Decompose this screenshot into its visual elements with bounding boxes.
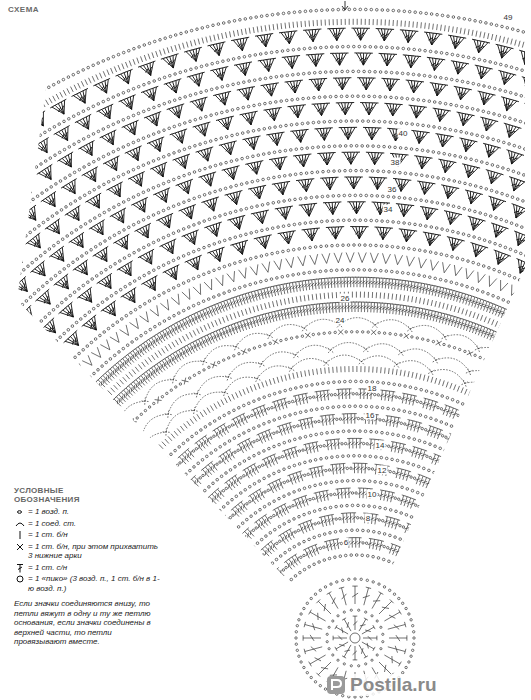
legend-item: = 1 ст. с/н: [14, 563, 164, 573]
stitch-row: [190, 463, 452, 565]
legend-heading: УСЛОВНЫЕ ОБОЗНАЧЕНИЯ: [14, 486, 114, 504]
logo-tile: [327, 676, 345, 694]
stitch-row: [0, 45, 531, 365]
stitch-row: [0, 120, 531, 401]
stitch-row: [0, 244, 531, 459]
stitch-row: [0, 227, 531, 460]
stitch-row: [124, 389, 494, 531]
stitch-row: [0, 127, 531, 413]
legend-item: = 1 «пико» (3 возд. п., 1 ст. б/н в 1-ю …: [14, 574, 164, 593]
legend-symbol-shape: [17, 544, 23, 550]
legend-symbol: [14, 563, 26, 573]
row-number: 12: [377, 466, 388, 475]
chart-title: СХЕМА: [8, 5, 39, 14]
stitch-row: [0, 103, 531, 402]
legend-symbol-shape: [17, 576, 23, 582]
stitch-row: [160, 430, 471, 549]
legend-text: = 1 «пико» (3 возд. п., 1 ст. б/н в 1-ю …: [28, 574, 160, 593]
legend-item: = 1 ст. б/н, при этом прихватить 3 нижни…: [14, 542, 164, 561]
stitch-row: [0, 78, 531, 390]
stitch-row: [0, 219, 531, 447]
stitch-row: [0, 70, 531, 377]
row-number: 14: [375, 441, 386, 450]
stitch-row: [168, 438, 467, 554]
legend-text: = 1 ст. б/н, при этом прихватить 3 нижни…: [28, 542, 158, 561]
legend-item: = 1 соед. ст.: [14, 519, 164, 529]
stitch-row: [2, 252, 531, 468]
row-number: 10: [367, 490, 378, 499]
legend-text: = 1 ст. б/н: [28, 530, 68, 539]
row-number: 18: [367, 384, 378, 393]
row-number: 8: [365, 514, 371, 523]
start-arrow: [342, 1, 348, 10]
stitch-row: [105, 366, 503, 518]
stitch-row: [0, 53, 531, 378]
legend-symbol-shape: [17, 564, 23, 572]
stitch-row: [73, 318, 531, 486]
row-number: 34: [383, 205, 394, 214]
stitch-row: [71, 330, 521, 505]
legend-symbol-shape: [20, 531, 21, 539]
stitch-row: [95, 343, 531, 497]
row-number: 26: [340, 294, 351, 303]
logo-mark: [332, 680, 341, 690]
stitch-row: [0, 145, 531, 413]
legend: УСЛОВНЫЕ ОБОЗНАЧЕНИЯ = 1 возд. п. = 1 соед…: [14, 486, 164, 647]
stitch-row: [25, 277, 531, 480]
legend-item: = 1 ст. б/н: [14, 530, 164, 540]
stitch-row: [0, 194, 531, 435]
stitch-row: [97, 355, 526, 518]
legend-symbol: [14, 507, 26, 517]
legend-symbol: [14, 542, 26, 552]
legend-text: = 1 соед. ст.: [28, 519, 76, 528]
legend-text: = 1 возд. п.: [28, 507, 69, 516]
stitch-row: [0, 19, 531, 355]
row-number: 40: [398, 129, 409, 138]
stitch-row: [204, 479, 444, 572]
stitch-row: [0, 95, 531, 389]
stitch-row: [212, 488, 439, 577]
stitch-row: [19, 268, 531, 470]
stitch-row: [0, 152, 531, 424]
legend-item: = 1 возд. п.: [14, 507, 164, 517]
legend-symbol-shape: [16, 523, 24, 526]
legend-symbol: [14, 519, 26, 529]
row-number: 38: [390, 158, 401, 167]
stitch-row: [0, 28, 531, 366]
stitch-row: [40, 292, 531, 483]
stitch-row: [226, 504, 432, 583]
legend-symbol: [14, 574, 26, 584]
watermark-text: Postila.ru: [348, 674, 439, 696]
row-number: 16: [365, 411, 376, 420]
watermark-logo: [326, 674, 346, 696]
stitch-row: [117, 380, 499, 525]
row-number: 6: [343, 538, 349, 547]
stitch-row: [0, 8, 531, 350]
row-number: 24: [335, 316, 346, 325]
stitch-row: [138, 405, 482, 537]
stitch-row: [0, 169, 531, 424]
chart-wedge: [0, 8, 531, 607]
stitch-row: [0, 202, 531, 448]
legend-symbol: [14, 530, 26, 540]
stitch-row: [182, 454, 455, 560]
row-number: 36: [387, 185, 398, 194]
stitch-row: [47, 302, 531, 491]
stitch-row: [0, 177, 531, 436]
legend-symbol-shape: [18, 511, 22, 514]
legend-text: = 1 ст. с/н: [28, 563, 67, 572]
stitch-row: [146, 414, 479, 543]
row-number: 49: [503, 13, 514, 22]
chart-note: Если значки соединяются внизу, то петли …: [14, 599, 159, 647]
